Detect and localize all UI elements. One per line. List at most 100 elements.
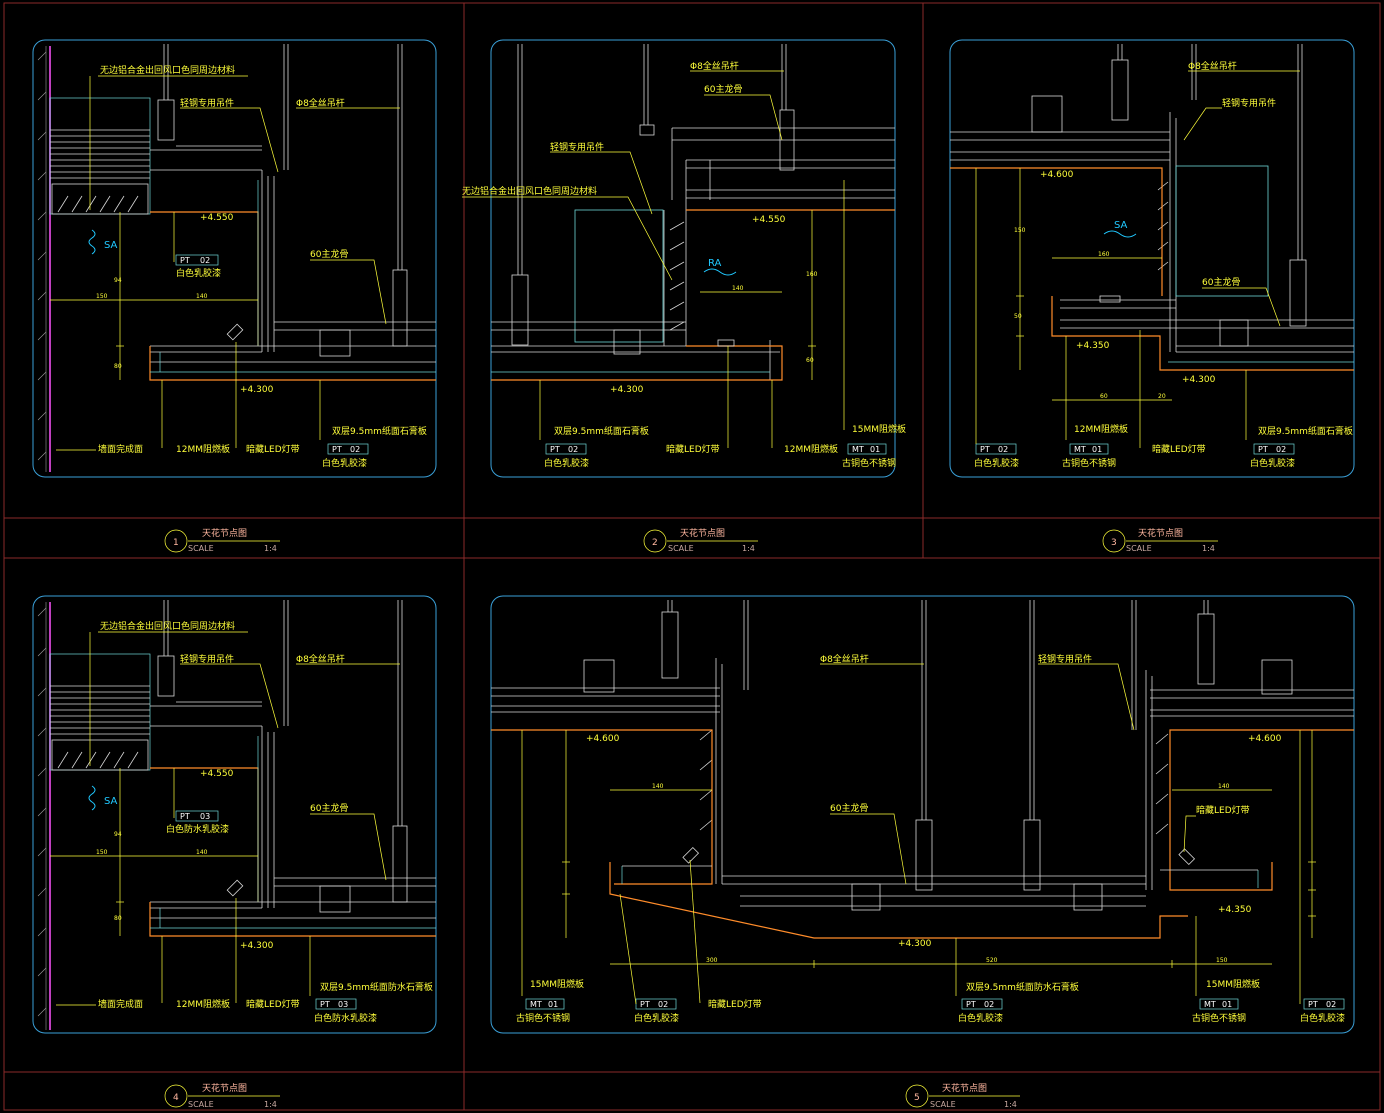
d1-elev-bottom: +4.300 — [240, 385, 274, 395]
d2-elev-bottom: +4.300 — [610, 385, 644, 395]
d5-elev-mid: +4.350 — [1218, 905, 1252, 915]
d4-tag-a-desc: 白色防水乳胶漆 — [166, 823, 229, 835]
d5-label-hanger: 轻钢专用吊件 — [1038, 653, 1092, 665]
d5-label-board-left: 15MM阻燃板 — [530, 978, 584, 990]
d1-dim-d: 80 — [114, 363, 122, 370]
d4-label-gypsum: 双层9.5mm纸面防水石膏板 — [320, 981, 433, 993]
d1-label-hanger: 轻钢专用吊件 — [180, 97, 234, 109]
d4-label-led: 暗藏LED灯带 — [246, 998, 300, 1010]
detail-4: 150 140 94 80 无边铝合金出回风口色同周边材料 轻钢专用吊件 Φ8全… — [32, 595, 437, 1109]
d1-number: 1 — [173, 538, 179, 548]
d3-label-led: 暗藏LED灯带 — [1152, 443, 1206, 455]
d2-air: RA — [708, 258, 722, 269]
d1-tag-a-desc: 白色乳胶漆 — [176, 267, 221, 279]
d1-label-rod: Φ8全丝吊杆 — [296, 97, 345, 109]
d5-tag-pt-no: 02 — [658, 1000, 668, 1009]
d4-air-symbol — [88, 785, 96, 811]
d4-dim-a: 150 — [96, 849, 108, 856]
d1-tag-a-no: 02 — [200, 256, 210, 265]
d1-elev-top: +4.550 — [200, 213, 234, 223]
d3-tag-m-no: 01 — [1092, 445, 1102, 454]
d5-tag-l-no: 01 — [548, 1000, 558, 1009]
d2-label-board15: 15MM阻燃板 — [852, 423, 906, 435]
d4-elev-top: +4.550 — [200, 769, 234, 779]
d4-tag-b-no: 03 — [338, 1000, 348, 1009]
d3-label-hanger: 轻钢专用吊件 — [1222, 97, 1276, 109]
d2-label-led: 暗藏LED灯带 — [666, 443, 720, 455]
d3-label-gypsum: 双层9.5mm纸面石膏板 — [1258, 425, 1353, 437]
d5-tag-c-desc: 白色乳胶漆 — [958, 1012, 1003, 1024]
d3-tag-b-no: 02 — [1276, 445, 1286, 454]
d4-tag-a-code: PT — [180, 812, 190, 821]
sheet-frame — [3, 2, 1381, 1111]
d5-elev-left: +4.600 — [586, 734, 620, 744]
d4-scale-value: 1:4 — [264, 1100, 277, 1109]
d2-tag-a-no: 02 — [568, 445, 578, 454]
d4-elev-bottom: +4.300 — [240, 941, 274, 951]
d4-label-wall: 墙面完成面 — [98, 998, 143, 1010]
d5-dim-d: 150 — [1216, 957, 1228, 964]
d5-tag-pt-desc: 白色乳胶漆 — [634, 1012, 679, 1024]
d4-title: 天花节点图 — [202, 1082, 247, 1094]
d1-dim-a: 150 — [96, 293, 108, 300]
d4-tag-b-desc: 白色防水乳胶漆 — [314, 1012, 377, 1024]
d5-tag-c-code: PT — [966, 1000, 976, 1009]
d5-scale-value: 1:4 — [1004, 1100, 1017, 1109]
d2-scale-value: 1:4 — [742, 544, 755, 553]
d1-tag-b-desc: 白色乳胶漆 — [322, 457, 367, 469]
d3-label-board: 12MM阻燃板 — [1074, 423, 1128, 435]
d1-label-wall: 墙面完成面 — [98, 443, 143, 455]
d2-label-diffuser: 无边铝合金出回风口色同周边材料 — [462, 185, 597, 197]
d3-elev-mid: +4.350 — [1076, 341, 1110, 351]
d5-tag-pt-code: PT — [640, 1000, 650, 1009]
d5-dim-a: 140 — [652, 783, 664, 790]
d4-dim-d: 80 — [114, 915, 122, 922]
d3-air: SA — [1114, 220, 1128, 231]
d1-dim-b: 140 — [196, 293, 208, 300]
d2-tag-b-no: 01 — [870, 445, 880, 454]
d1-label-board: 12MM阻燃板 — [176, 443, 230, 455]
d1-label-keel: 60主龙骨 — [310, 248, 348, 260]
d3-tag-b-code: PT — [1258, 445, 1268, 454]
d5-number: 5 — [914, 1093, 920, 1103]
d5-label-keel: 60主龙骨 — [830, 802, 868, 814]
d3-dim-a: 150 — [1014, 227, 1026, 234]
d2-label-hanger: 轻钢专用吊件 — [550, 141, 604, 153]
d5-label-board-right: 15MM阻燃板 — [1206, 978, 1260, 990]
d3-tag-m-desc: 古铜色不锈钢 — [1062, 457, 1116, 469]
d3-air-symbol — [1103, 230, 1137, 238]
d1-tag-a-code: PT — [180, 256, 190, 265]
d5-label-led: 暗藏LED灯带 — [708, 998, 762, 1010]
d3-dim-e: 60 — [1100, 393, 1108, 400]
d5-label-led-right: 暗藏LED灯带 — [1196, 804, 1250, 816]
d2-tag-a-code: PT — [550, 445, 560, 454]
viewport-2 — [490, 39, 896, 478]
d1-label-gypsum: 双层9.5mm纸面石膏板 — [332, 425, 427, 437]
d4-scale-label: SCALE — [188, 1100, 214, 1109]
d4-label-diffuser: 无边铝合金出回风口色同周边材料 — [100, 620, 235, 632]
d3-elev-bottom: +4.300 — [1182, 375, 1216, 385]
d5-elev-right: +4.600 — [1248, 734, 1282, 744]
d2-air-symbol — [703, 268, 737, 276]
d3-dim-b: 160 — [1098, 251, 1110, 258]
d5-tag-l-desc: 古铜色不锈钢 — [516, 1012, 570, 1024]
d4-air: SA — [104, 796, 118, 807]
d4-dim-c: 94 — [114, 831, 122, 838]
d2-elev-top: +4.550 — [752, 215, 786, 225]
d3-tag-a-desc: 白色乳胶漆 — [974, 457, 1019, 469]
d3-scale-value: 1:4 — [1202, 544, 1215, 553]
detail-5: 140 300 520 150 140 Φ8全丝吊杆 轻钢专用吊件 60主龙骨 … — [490, 595, 1355, 1109]
d5-tag-rr-code: PT — [1308, 1000, 1318, 1009]
d3-title: 天花节点图 — [1138, 527, 1183, 539]
d5-tag-c-no: 02 — [984, 1000, 994, 1009]
d3-label-rod: Φ8全丝吊杆 — [1188, 60, 1237, 72]
d1-label-diffuser: 无边铝合金出回风口色同周边材料 — [100, 64, 235, 76]
d1-title: 天花节点图 — [202, 527, 247, 539]
d5-tag-r-code: MT — [1204, 1000, 1216, 1009]
detail-2: 140 160 60 Φ8全丝吊杆 60主龙骨 轻钢专用吊件 无边铝合金出回风口… — [462, 39, 906, 553]
d4-label-rod: Φ8全丝吊杆 — [296, 653, 345, 665]
d1-tag-b-code: PT — [332, 445, 342, 454]
d1-air-symbol — [88, 229, 96, 255]
d5-scale-label: SCALE — [930, 1100, 956, 1109]
d3-elev-top: +4.600 — [1040, 170, 1074, 180]
